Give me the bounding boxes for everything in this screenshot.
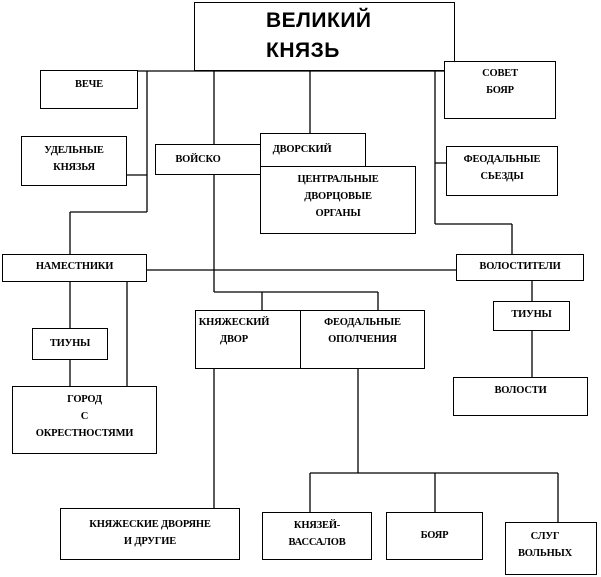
knyazheskie-dvoryane-label: КНЯЖЕСКИЕ ДВОРЯНЕ И ДРУГИЕ xyxy=(89,519,211,547)
slug-volnyh-label: СЛУГ ВОЛЬНЫХ xyxy=(517,531,573,559)
title-line1: ВЕЛИКИЙ xyxy=(266,9,372,32)
knyazheskiy-dvor-box xyxy=(195,310,301,369)
boyar-label: БОЯР xyxy=(420,530,449,541)
voysko-label: ВОЙСКО xyxy=(175,154,221,165)
namestniki-label: НАМЕСТНИКИ xyxy=(35,261,114,272)
volosti-box xyxy=(453,377,588,416)
veche-box xyxy=(40,70,138,109)
volosti-label: ВОЛОСТИ xyxy=(494,385,547,396)
boyar-box xyxy=(386,512,483,560)
central-organs-label: ЦЕНТРАЛЬНЫЕ ДВОРЦОВЫЕ ОРГАНЫ xyxy=(297,174,379,219)
feodalnye-opolcheniya-box xyxy=(300,310,425,369)
gorod-label: ГОРОД С ОКРЕСТНОСТЯМИ xyxy=(35,394,134,439)
slug-volnyh-box xyxy=(505,522,597,575)
knyazheskie-dvoryane-box xyxy=(60,508,240,560)
feodalnye-opolcheniya-label: ФЕОДАЛЬНЫЕ ОПОЛЧЕНИЯ xyxy=(324,317,401,345)
volosteli-label: ВОЛОСТИТЕЛИ xyxy=(479,261,561,272)
namestniki-box xyxy=(2,254,147,282)
gorod-box xyxy=(12,386,157,454)
knyazey-vassalov-box xyxy=(262,512,372,560)
knyazey-vassalov-label: КНЯЗЕЙ- ВАССАЛОВ xyxy=(288,520,346,548)
sovet-boyar-box xyxy=(444,61,556,119)
title-box xyxy=(194,2,455,71)
voysko-box xyxy=(155,144,272,175)
sovet-boyar-label: СОВЕТ БОЯР xyxy=(482,68,518,96)
tiuny-right-label: ТИУНЫ xyxy=(511,309,552,320)
tiuny-right-box xyxy=(493,301,570,331)
title-line2: КНЯЗЬ xyxy=(266,39,340,62)
volosteli-box xyxy=(456,254,584,281)
udelnye-box xyxy=(21,136,127,186)
tiuny-left-label: ТИУНЫ xyxy=(49,338,91,349)
knyazheskiy-dvor-label: КНЯЖЕСКИЙ ДВОР xyxy=(198,317,270,345)
udelnye-label: УДЕЛЬНЫЕ КНЯЗЬЯ xyxy=(44,145,104,173)
tiuny-left-box xyxy=(32,328,108,360)
dvorskiy-label: ДВОРСКИЙ xyxy=(272,144,332,155)
veche-label: ВЕЧЕ xyxy=(75,79,103,90)
central-organs-box xyxy=(260,166,416,234)
feodalnye-sezdy-label: ФЕОДАЛЬНЫЕ СЬЕЗДЫ xyxy=(463,154,541,182)
feodalnye-sezdy-box xyxy=(446,146,558,196)
